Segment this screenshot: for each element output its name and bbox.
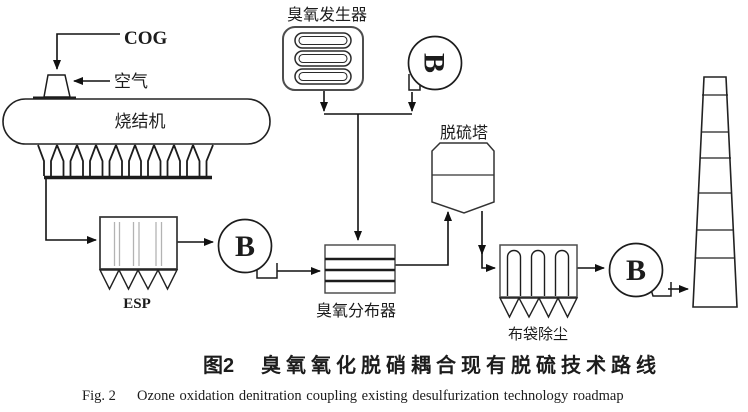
duct-sinter-to-esp — [45, 179, 97, 244]
blower-b-right: B — [626, 254, 646, 287]
figure-title-zh: 臭氧氧化脱硝耦合现有脱硫技术路线 — [261, 353, 661, 377]
air-label: 空气 — [114, 72, 148, 91]
filter-bags — [506, 249, 570, 296]
fan-blower-mid — [217, 218, 278, 279]
duct-distributor-to-tower — [395, 211, 452, 266]
ozone-generator-label: 臭氧发生器 — [287, 6, 367, 24]
esp-hoppers — [98, 269, 179, 291]
flow-lines — [45, 33, 689, 293]
esp-plates — [113, 222, 163, 266]
esp-label: ESP — [123, 296, 151, 312]
blower-b-mid: B — [235, 230, 255, 263]
desulfurization-tower-label: 脱硫塔 — [440, 124, 488, 142]
esp-unit — [98, 216, 179, 291]
blower-b-top: B — [418, 53, 451, 73]
sintering-machine-label: 烧结机 — [115, 112, 166, 131]
ozone-distributor-label: 臭氧分布器 — [316, 302, 396, 320]
ozone-generator — [282, 26, 364, 91]
bag-filter — [498, 244, 579, 319]
chimney-stack — [692, 76, 738, 308]
cog-label: COG — [124, 28, 168, 49]
ozone-distributor — [324, 244, 396, 294]
fan-blower-top — [407, 35, 463, 91]
fan-outlet-foot — [256, 263, 278, 279]
generator-tubes — [294, 32, 352, 85]
bag-filter-label: 布袋除尘 — [508, 326, 568, 343]
figure-caption-en: Fig. 2 Ozone oxidation denitration coupl… — [82, 388, 624, 404]
cog-feed-line — [53, 33, 120, 70]
bag-filter-hoppers — [498, 297, 579, 319]
sintering-machine — [2, 98, 271, 145]
figure-caption-zh: 图2 臭氧氧化脱硝耦合现有脱硫技术路线 — [203, 353, 661, 377]
desulfurization-tower — [431, 142, 495, 214]
fan-blower-right — [608, 242, 672, 298]
figure-number-en: Fig. 2 — [82, 388, 116, 404]
fan-outlet-foot — [408, 74, 421, 91]
sinter-discharge-hoppers — [37, 144, 214, 180]
figure-title-en: Ozone oxidation denitration coupling exi… — [137, 388, 624, 404]
duct-tower-to-bagfilter — [481, 250, 496, 272]
feed-hopper — [33, 74, 76, 100]
figure-number-zh: 图2 — [203, 354, 234, 377]
